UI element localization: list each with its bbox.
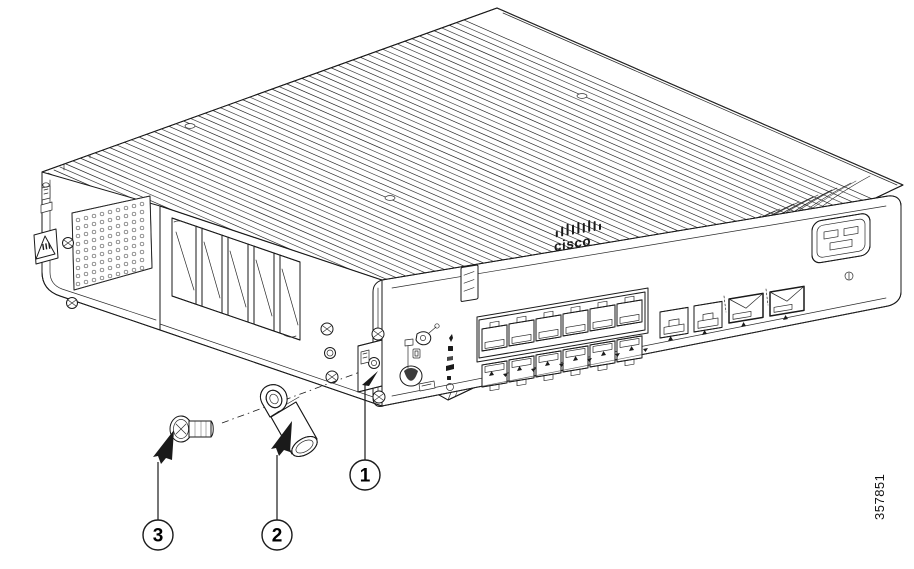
usb-port[interactable] (412, 348, 421, 359)
callout-1[interactable]: 1 (349, 459, 381, 491)
cisco-wordmark: cisco (554, 233, 591, 254)
callout-1-label: 1 (360, 466, 371, 487)
uplink-rj45-ports[interactable] (659, 300, 723, 341)
callout-2[interactable]: 2 (261, 519, 293, 551)
console-port[interactable] (415, 323, 440, 346)
left-panel-vent-grille (71, 195, 153, 291)
figure-id: 357851 (872, 474, 887, 520)
side-panel-louver-vents (171, 217, 301, 341)
side-panel-screw-1 (320, 322, 334, 336)
device-front-panel: cisco (357, 195, 902, 407)
left-panel-screw-bottom (66, 297, 78, 309)
side-panel-screw-2 (324, 347, 336, 359)
callout-3-label: 3 (153, 526, 164, 547)
device-side-panel (159, 205, 383, 407)
device-left-end-panel (33, 171, 161, 331)
callout-3[interactable]: 3 (142, 519, 174, 551)
callout-2-label: 2 (272, 526, 283, 547)
power-inlet-screw (844, 271, 854, 281)
rj45-port-block (476, 287, 649, 392)
callout-2-leader (271, 421, 292, 520)
security-lock-slot-icon (40, 182, 53, 214)
callout-1-leader (362, 371, 378, 460)
usb-console-module-slot[interactable] (460, 264, 479, 302)
front-panel-led-indicators (446, 334, 454, 380)
ground-stud-hole (357, 327, 386, 404)
figure-id-text: 357851 (872, 474, 887, 520)
warning-triangle-label (33, 228, 59, 265)
callout-3-leader (153, 430, 174, 520)
front-panel-controls (399, 264, 479, 392)
rj45-ports-top-row[interactable] (481, 295, 643, 352)
ground-screw-part (169, 415, 214, 443)
front-bezel-screw-top (371, 327, 385, 341)
sfp-port-cages[interactable] (723, 285, 805, 327)
front-bezel-screw-bottom (372, 390, 386, 404)
mode-button[interactable] (399, 365, 423, 387)
power-inlet-iec-c14 (811, 213, 871, 281)
cisco-logo: cisco (554, 220, 601, 254)
power-indicator-port (418, 380, 436, 392)
port-number-markers (489, 346, 648, 377)
ground-lug-part (259, 384, 318, 457)
left-panel-screw-top (62, 237, 74, 249)
